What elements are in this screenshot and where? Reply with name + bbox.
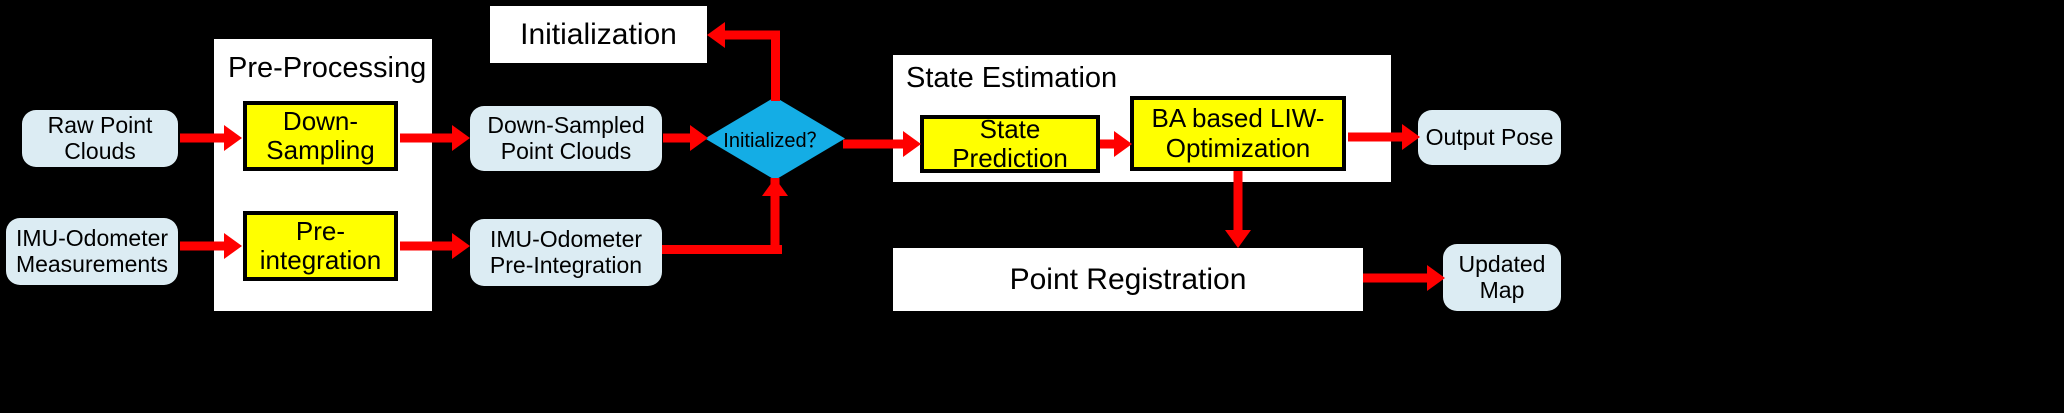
group-state-estimation-title: State Estimation	[906, 62, 1118, 94]
arrow-state-prediction-to-ba	[1100, 131, 1132, 157]
io-imu-odometer-measurements[interactable]: IMU-Odometer Measurements	[6, 218, 178, 285]
io-output-pose[interactable]: Output Pose	[1418, 110, 1561, 165]
arrow-dspc-to-initialized	[663, 125, 708, 151]
stage-point-registration[interactable]: Point Registration	[893, 248, 1363, 311]
io-updated-map[interactable]: Updated Map	[1443, 244, 1561, 311]
arrow-point-registration-to-updated-map	[1363, 265, 1445, 291]
arrow-raw-to-downsampling	[180, 125, 242, 151]
process-state-prediction[interactable]: State Prediction	[920, 114, 1100, 173]
process-ba-liw-optimization[interactable]: BA based LIW- Optimization	[1130, 96, 1346, 171]
arrow-initialized-to-state-prediction	[843, 131, 921, 157]
arrow-initialized-up-segment	[771, 35, 780, 101]
io-raw-point-clouds[interactable]: Raw Point Clouds	[22, 110, 178, 167]
arrow-ba-to-output-pose	[1348, 124, 1420, 150]
arrow-preintegration-to-imupi	[400, 233, 470, 259]
arrow-downsampling-to-dspc	[400, 125, 470, 151]
arrow-ba-to-point-registration	[1225, 171, 1251, 248]
process-down-sampling[interactable]: Down- Sampling	[243, 101, 398, 171]
arrow-imu-to-preintegration	[180, 233, 242, 259]
process-pre-integration[interactable]: Pre- integration	[243, 211, 398, 281]
decision-initialized[interactable]: Initialized？	[705, 97, 845, 180]
stage-initialization[interactable]: Initialization	[490, 6, 707, 63]
arrow-to-initialization	[707, 22, 780, 48]
arrow-imupi-horizontal-segment	[662, 245, 782, 254]
io-down-sampled-point-clouds[interactable]: Down-Sampled Point Clouds	[470, 106, 662, 171]
decision-initialized-label: Initialized？	[723, 130, 827, 152]
arrow-imupi-up-to-initialized	[762, 178, 788, 254]
group-pre-processing-title: Pre-Processing	[228, 52, 427, 84]
io-imu-odometer-pre-integration[interactable]: IMU-Odometer Pre-Integration	[470, 219, 662, 286]
